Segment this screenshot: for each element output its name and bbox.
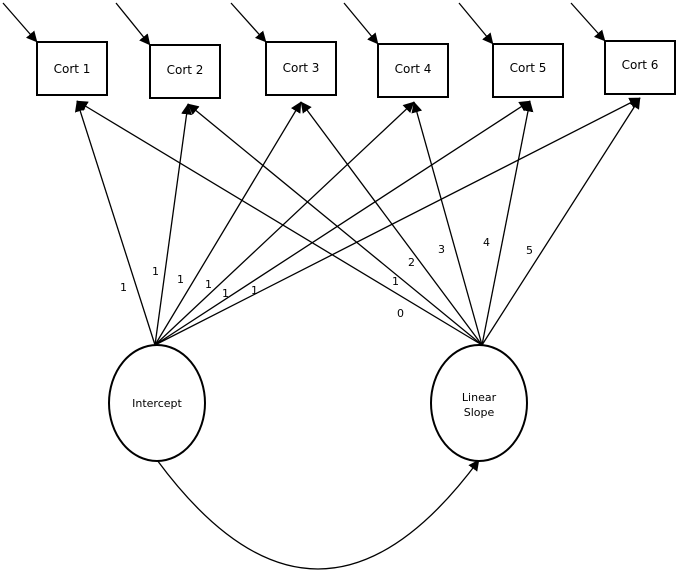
error-arrow-cort-1 bbox=[2, 2, 38, 43]
slope-loading-cort-6: 5 bbox=[526, 244, 533, 257]
intercept-loading-cort-5: 1 bbox=[222, 287, 229, 300]
error-arrow-cort-3 bbox=[230, 2, 267, 43]
indicator-label: Cort 1 bbox=[54, 62, 91, 76]
indicator-cort-5: Cort 5 bbox=[492, 43, 564, 98]
slope-paths bbox=[76, 97, 641, 346]
slope-loading-cort-5: 4 bbox=[483, 236, 490, 249]
intercept-ellipse bbox=[108, 344, 206, 462]
indicator-label: Cort 4 bbox=[395, 62, 432, 76]
path-intercept-cort-2 bbox=[154, 103, 193, 346]
error-arrow-cort-4 bbox=[343, 2, 379, 45]
intercept-paths bbox=[74, 97, 641, 346]
path-slope-cort-1 bbox=[76, 100, 483, 346]
slope-loading-cort-2: 1 bbox=[392, 275, 399, 288]
indicator-label: Cort 6 bbox=[622, 58, 659, 72]
intercept-loading-cort-3: 1 bbox=[177, 273, 184, 286]
slope-label-line-1: Linear bbox=[462, 391, 497, 404]
intercept-loading-cort-4: 1 bbox=[205, 278, 212, 291]
intercept-label: Intercept bbox=[132, 397, 182, 410]
slope-ellipse bbox=[430, 344, 528, 462]
path-intercept-cort-4 bbox=[154, 101, 415, 346]
path-slope-cort-6 bbox=[481, 97, 641, 346]
indicator-cort-4: Cort 4 bbox=[377, 43, 449, 98]
indicator-label: Cort 5 bbox=[510, 61, 547, 75]
slope-loading-cort-3: 2 bbox=[408, 256, 415, 269]
path-intercept-cort-6 bbox=[154, 97, 641, 346]
slope-loading-cort-4: 3 bbox=[438, 243, 445, 256]
slope-loading-labels: 0 1 2 3 4 5 bbox=[392, 236, 533, 320]
indicator-cort-1: Cort 1 bbox=[36, 41, 108, 96]
path-intercept-cort-1 bbox=[74, 100, 156, 346]
intercept-loading-cort-1: 1 bbox=[120, 281, 127, 294]
path-slope-cort-5 bbox=[481, 100, 534, 346]
slope-loading-cort-1: 0 bbox=[397, 307, 404, 320]
indicator-cort-2: Cort 2 bbox=[149, 44, 221, 99]
path-intercept-cort-3 bbox=[154, 101, 302, 346]
intercept-loading-cort-2: 1 bbox=[152, 265, 159, 278]
intercept-loading-cort-6: 1 bbox=[251, 284, 258, 297]
error-arrow-cort-5 bbox=[458, 2, 494, 45]
indicator-label: Cort 2 bbox=[167, 63, 204, 77]
path-slope-cort-2 bbox=[187, 103, 483, 346]
error-arrows bbox=[2, 2, 606, 46]
path-slope-cort-3 bbox=[300, 101, 483, 346]
path-intercept-cort-5 bbox=[154, 100, 531, 346]
error-arrow-cort-6 bbox=[570, 2, 606, 42]
indicator-label: Cort 3 bbox=[283, 61, 320, 75]
slope-label-line-2: Slope bbox=[464, 406, 495, 419]
indicator-boxes: Cort 1 Cort 2 Cort 3 Cort 4 Cort 5 Cort … bbox=[36, 40, 676, 99]
slope-factor: Linear Slope bbox=[430, 344, 528, 462]
error-arrow-cort-2 bbox=[115, 2, 151, 46]
intercept-loading-labels: 1 1 1 1 1 1 bbox=[120, 265, 258, 300]
indicator-cort-3: Cort 3 bbox=[265, 41, 337, 96]
covariance-arc bbox=[146, 448, 480, 570]
indicator-cort-6: Cort 6 bbox=[604, 40, 676, 95]
path-slope-cort-4 bbox=[411, 101, 483, 346]
intercept-factor: Intercept bbox=[108, 344, 206, 462]
